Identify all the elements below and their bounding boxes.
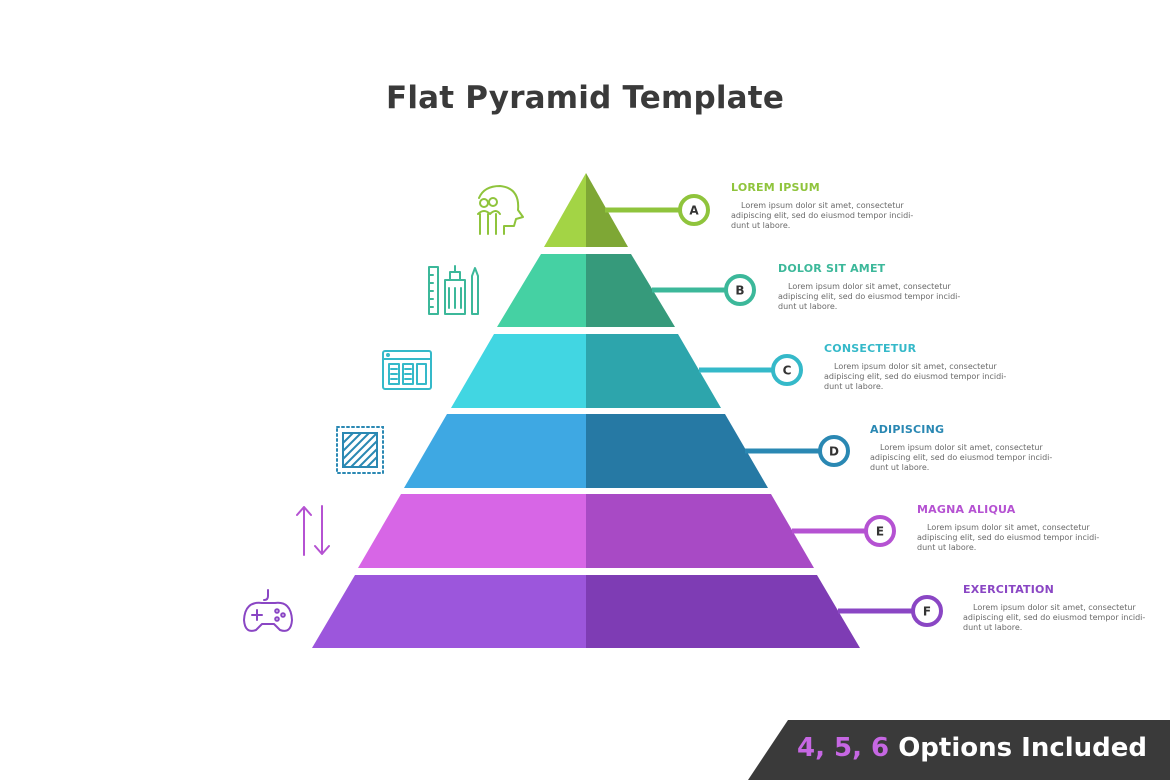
badge-f [911,595,943,627]
pyramid-level-c: C [451,334,803,408]
level-e-right-face [586,494,814,568]
level-e-label: MAGNA ALIQUA Lorem ipsum dolor sit amet,… [917,503,1117,553]
badge-letter-b: B [735,284,744,298]
badge-letter-c: C [783,364,792,378]
level-d-left-face [404,414,586,488]
team-head-icon [477,185,524,235]
level-b-left-face [497,254,586,327]
badge-letter-d: D [829,445,839,459]
level-a-text: Lorem ipsum dolor sit amet, consectetur … [731,201,914,230]
level-c-text: Lorem ipsum dolor sit amet, consectetur … [824,362,1007,391]
level-b-label: DOLOR SIT AMET Lorem ipsum dolor sit ame… [778,262,978,312]
pyramid-level-e: E [358,494,896,568]
footer-options: 4, 5, 6 [797,733,890,763]
hatched-square-icon [336,426,384,474]
level-f-heading: EXERCITATION [963,583,1055,596]
level-a-heading: LOREM IPSUM [731,181,820,194]
pyramid-level-d: D [404,414,850,488]
pyramid-level-a: A [544,173,710,247]
page-title: Flat Pyramid Template [385,80,785,116]
badge-e [864,515,896,547]
level-e-left-face [358,494,586,568]
level-d-right-face [586,414,768,488]
game-controller-icon [243,589,293,632]
footer-banner [748,720,1170,780]
pyramid-level-f: F [312,575,943,648]
level-c-left-face [451,334,586,408]
level-c-right-face [586,334,721,408]
badge-d [818,435,850,467]
level-e-text: Lorem ipsum dolor sit amet, consectetur … [917,523,1100,552]
level-f-label: EXERCITATION Lorem ipsum dolor sit amet,… [963,583,1163,633]
level-f-left-face [312,575,586,648]
footer-text: 4, 5, 6 Options Included [797,733,1147,763]
city-tools-icon [428,265,479,315]
badge-a [678,194,710,226]
footer-label: Options Included [898,733,1148,763]
badge-letter-f: F [923,605,931,619]
pyramid-level-b: B [497,254,756,327]
level-b-heading: DOLOR SIT AMET [778,262,886,275]
level-b-text: Lorem ipsum dolor sit amet, consectetur … [778,282,961,311]
badge-letter-a: A [689,204,699,218]
level-a-left-face [544,173,586,247]
browser-layout-icon [382,350,432,390]
up-down-arrows-icon [296,505,330,556]
level-d-heading: ADIPISCING [870,423,945,436]
level-f-text: Lorem ipsum dolor sit amet, consectetur … [963,603,1146,632]
level-c-label: CONSECTETUR Lorem ipsum dolor sit amet, … [824,342,1024,392]
badge-c [771,354,803,386]
badge-letter-e: E [876,525,884,539]
level-a-label: LOREM IPSUM Lorem ipsum dolor sit amet, … [731,181,931,231]
level-d-label: ADIPISCING Lorem ipsum dolor sit amet, c… [870,423,1070,473]
level-e-heading: MAGNA ALIQUA [917,503,1016,516]
badge-b [724,274,756,306]
level-f-right-face [586,575,860,648]
level-c-heading: CONSECTETUR [824,342,917,355]
level-b-right-face [586,254,675,327]
level-d-text: Lorem ipsum dolor sit amet, consectetur … [870,443,1053,472]
